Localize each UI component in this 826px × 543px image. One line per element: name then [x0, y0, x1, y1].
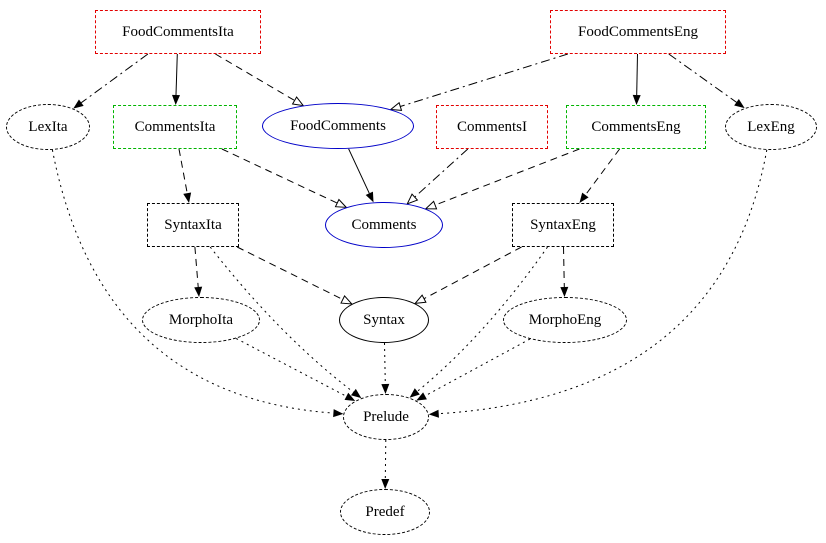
node-FoodCommentsIta: FoodCommentsIta	[95, 10, 261, 54]
node-SyntaxIta: SyntaxIta	[147, 203, 239, 247]
edge-CommentsEng-SyntaxEng	[579, 148, 621, 204]
edge-SyntaxIta-MorphoIta	[194, 246, 203, 297]
edge-FoodCommentsEng-CommentsEng	[632, 53, 641, 105]
node-MorphoIta: MorphoIta	[142, 297, 260, 343]
node-CommentsEng: CommentsEng	[566, 105, 706, 149]
edge-CommentsIta-SyntaxIta	[178, 148, 192, 204]
node-LexIta: LexIta	[6, 104, 90, 150]
node-SyntaxEng: SyntaxEng	[512, 203, 614, 247]
node-Prelude: Prelude	[343, 394, 429, 440]
node-Syntax: Syntax	[339, 297, 429, 343]
edge-CommentsI-Comments	[415, 148, 469, 197]
edge-LexIta-Prelude	[51, 149, 344, 418]
edge-Syntax-Prelude	[381, 342, 390, 394]
node-LexEng: LexEng	[725, 104, 817, 150]
edge-Prelude-Predef	[381, 439, 390, 489]
edge-FoodCommentsIta-LexIta	[73, 53, 149, 109]
node-MorphoEng: MorphoEng	[503, 297, 627, 343]
edge-SyntaxIta-Syntax	[236, 246, 343, 300]
edge-FoodCommentsIta-CommentsIta	[172, 53, 180, 105]
edge-CommentsEng-Comments	[435, 148, 580, 205]
node-Predef: Predef	[340, 489, 430, 535]
edge-CommentsIta-Comments	[221, 148, 337, 203]
edge-LexEng-Prelude	[428, 149, 768, 418]
edge-MorphoEng-Prelude	[416, 338, 531, 401]
edge-MorphoIta-Prelude	[235, 338, 356, 401]
edge-SyntaxEng-Syntax	[424, 246, 522, 299]
node-CommentsI: CommentsI	[436, 105, 548, 149]
edge-FoodCommentsEng-FoodComments	[400, 53, 568, 107]
edge-FoodCommentsEng-LexEng	[668, 53, 745, 109]
edge-SyntaxIta-Prelude	[209, 246, 362, 399]
edge-SyntaxEng-MorphoEng	[560, 246, 569, 297]
node-FoodCommentsEng: FoodCommentsEng	[550, 10, 726, 54]
node-FoodComments: FoodComments	[262, 103, 414, 149]
edge-FoodCommentsIta-FoodComments	[215, 53, 294, 101]
node-CommentsIta: CommentsIta	[113, 105, 237, 149]
node-Comments: Comments	[325, 202, 443, 248]
edge-FoodComments-Comments	[348, 148, 374, 203]
edge-SyntaxEng-Prelude	[409, 246, 548, 398]
